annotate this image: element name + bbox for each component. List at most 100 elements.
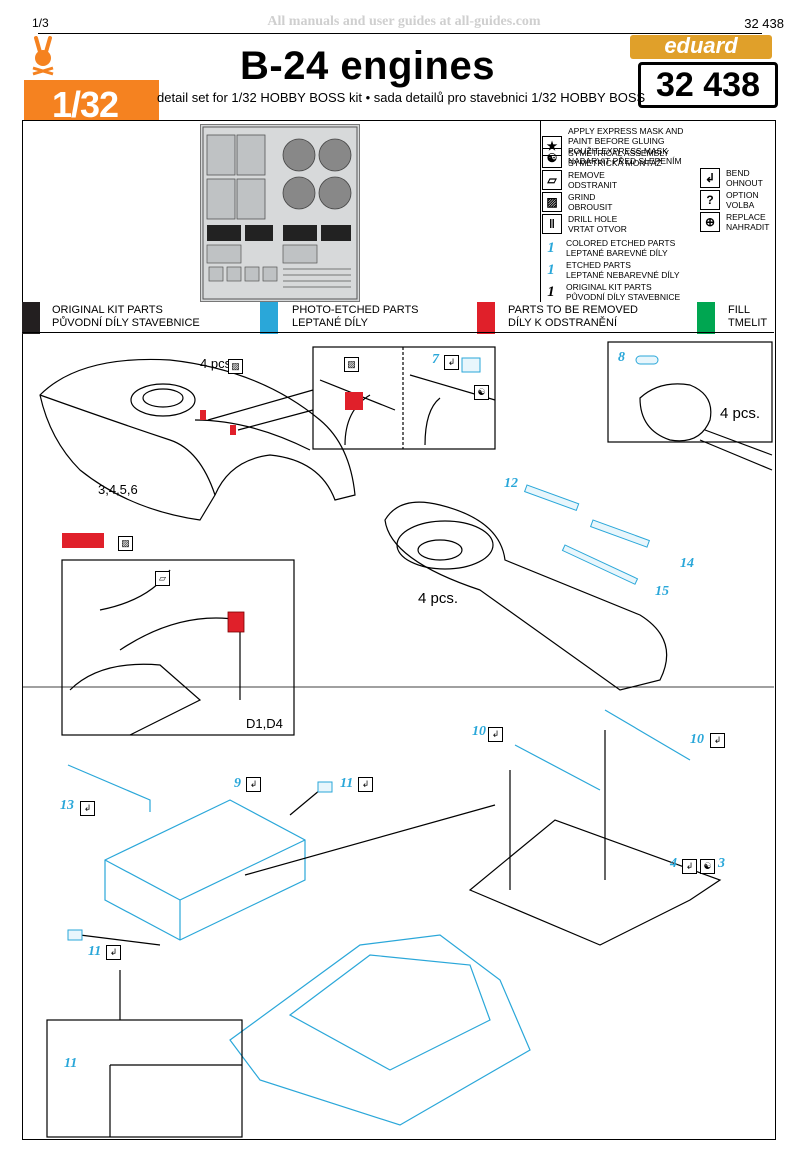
etched-strip-15 (561, 544, 639, 585)
filter-box-top (104, 839, 306, 901)
kit-number-top: 32 438 (744, 16, 784, 31)
leader-line (207, 389, 314, 431)
legend-text: APPLY EXPRESS MASK AND PAINT BEFORE GLUI… (568, 126, 684, 146)
colorbar-text: TMELIT (728, 317, 768, 329)
legend-divider (540, 120, 541, 302)
legend-text: COLORED ETCHED PARTS (566, 238, 676, 248)
engine-shaft (699, 429, 773, 471)
grind-glyph: ▨ (118, 536, 133, 552)
intake-scoop-inner (142, 388, 184, 408)
arrow-line (244, 730, 606, 890)
option-icon: ? (700, 190, 720, 210)
part-number-10: 10 (690, 732, 704, 747)
etched-strip-14 (589, 519, 651, 548)
bend-glyph: ↲ (488, 727, 503, 743)
legend-text: OHNOUT (726, 178, 763, 188)
part-number-8: 8 (618, 350, 625, 365)
engine-part (639, 383, 712, 442)
yin-yang-icon: ☯ (542, 148, 562, 168)
etched-part-11a (317, 781, 333, 793)
drill-icon: ‖ (542, 214, 562, 234)
qty-label: 4 pcs. (720, 405, 761, 422)
part-number-10: 10 (472, 724, 486, 739)
legend-text: ODSTRANIT (568, 180, 618, 190)
legend-text: REMOVE (568, 170, 605, 180)
legend-text: GRIND (568, 192, 596, 202)
grind-icon: ▨ (344, 356, 359, 374)
swatch-removed (477, 302, 495, 334)
legend-text: ETCHED PARTS (566, 260, 631, 270)
yin-yang-glyph: ☯ (474, 385, 489, 401)
kit-number-box: 32 438 (638, 62, 778, 108)
legend-text: BEND (726, 168, 750, 178)
legend-text: SYMETRICKÁ MONTÁŽ (568, 158, 662, 168)
etched-part-8 (635, 355, 659, 365)
swatch-photo-etched (260, 302, 278, 334)
page-subtitle: detail set for 1/32 HOBBY BOSS kit • sad… (157, 90, 646, 105)
original-number-sample: 1 (547, 284, 555, 300)
detail-box-b (607, 341, 773, 443)
part-number-11: 11 (88, 944, 102, 959)
part-number-4: 4 (670, 856, 677, 871)
red-removal-mark (345, 392, 363, 410)
bunny-logo-icon (28, 36, 58, 76)
detail-box-a (312, 346, 496, 450)
bracket-10 (514, 709, 691, 791)
etched-strip-12 (523, 484, 580, 512)
intake-scoop (130, 383, 196, 417)
legend-text: OBROUSIT (568, 202, 613, 212)
colorbar-text: LEPTANÉ DÍLY (292, 317, 369, 329)
replace-icon: ⊕ (700, 212, 720, 232)
final-assembly (229, 934, 531, 1126)
bend-glyph: ↲ (710, 733, 725, 749)
bend-icon: ↲ (682, 858, 697, 876)
bend-glyph: ↲ (358, 777, 373, 793)
colorbar-text: PARTS TO BE REMOVED (508, 304, 638, 316)
bend-icon: ↲ (700, 168, 720, 188)
grind-glyph: ▨ (228, 359, 243, 375)
part-number-9: 9 (234, 776, 241, 791)
part-number-14: 14 (680, 556, 694, 571)
colorbar-text: PŮVODNÍ DÍLY STAVEBNICE (52, 317, 200, 329)
bracket-13 (67, 764, 151, 812)
etched-part-7 (461, 357, 481, 373)
remove-icon: ▱ (542, 170, 562, 190)
star-icon: ★ (542, 136, 562, 156)
instruction-frame (22, 120, 776, 1140)
legend-text: LEPTANÉ BAREVNÉ DÍLY (566, 248, 668, 258)
bend-icon: ↲ (358, 776, 373, 794)
part-number-13: 13 (60, 798, 74, 813)
parts-label: D1,D4 (246, 716, 283, 731)
bend-icon: ↲ (80, 800, 95, 818)
grind-glyph: ▨ (344, 357, 359, 373)
etched-number-sample: 1 (547, 262, 555, 278)
bend-glyph: ↲ (246, 777, 261, 793)
etched-part-11b (67, 929, 83, 941)
assembly-plate (468, 819, 722, 946)
legend-text: POUŽIT EXPRESS MASK NABARVIT PŘED SLEPEN… (568, 146, 682, 166)
detail-box-c (61, 559, 295, 736)
removed-part-swatch (62, 533, 104, 548)
cowling-ridge (194, 419, 311, 451)
grind-icon: ▨ (118, 535, 133, 553)
detail-line (109, 1064, 242, 1137)
remove-glyph: ▱ (155, 571, 170, 587)
colorbar-text: ORIGINAL KIT PARTS (52, 304, 163, 316)
scale-banner (24, 80, 159, 120)
colorbar-text: FILL (728, 304, 751, 316)
legend-text: OPTION (726, 190, 759, 200)
part-number-12: 12 (504, 476, 518, 491)
colorbar-text: DÍLY K ODSTRANĚNÍ (508, 317, 618, 329)
qty-label: 4 pcs. (200, 356, 235, 371)
bend-icon: ↲ (710, 732, 725, 750)
bend-glyph: ↲ (444, 355, 459, 371)
